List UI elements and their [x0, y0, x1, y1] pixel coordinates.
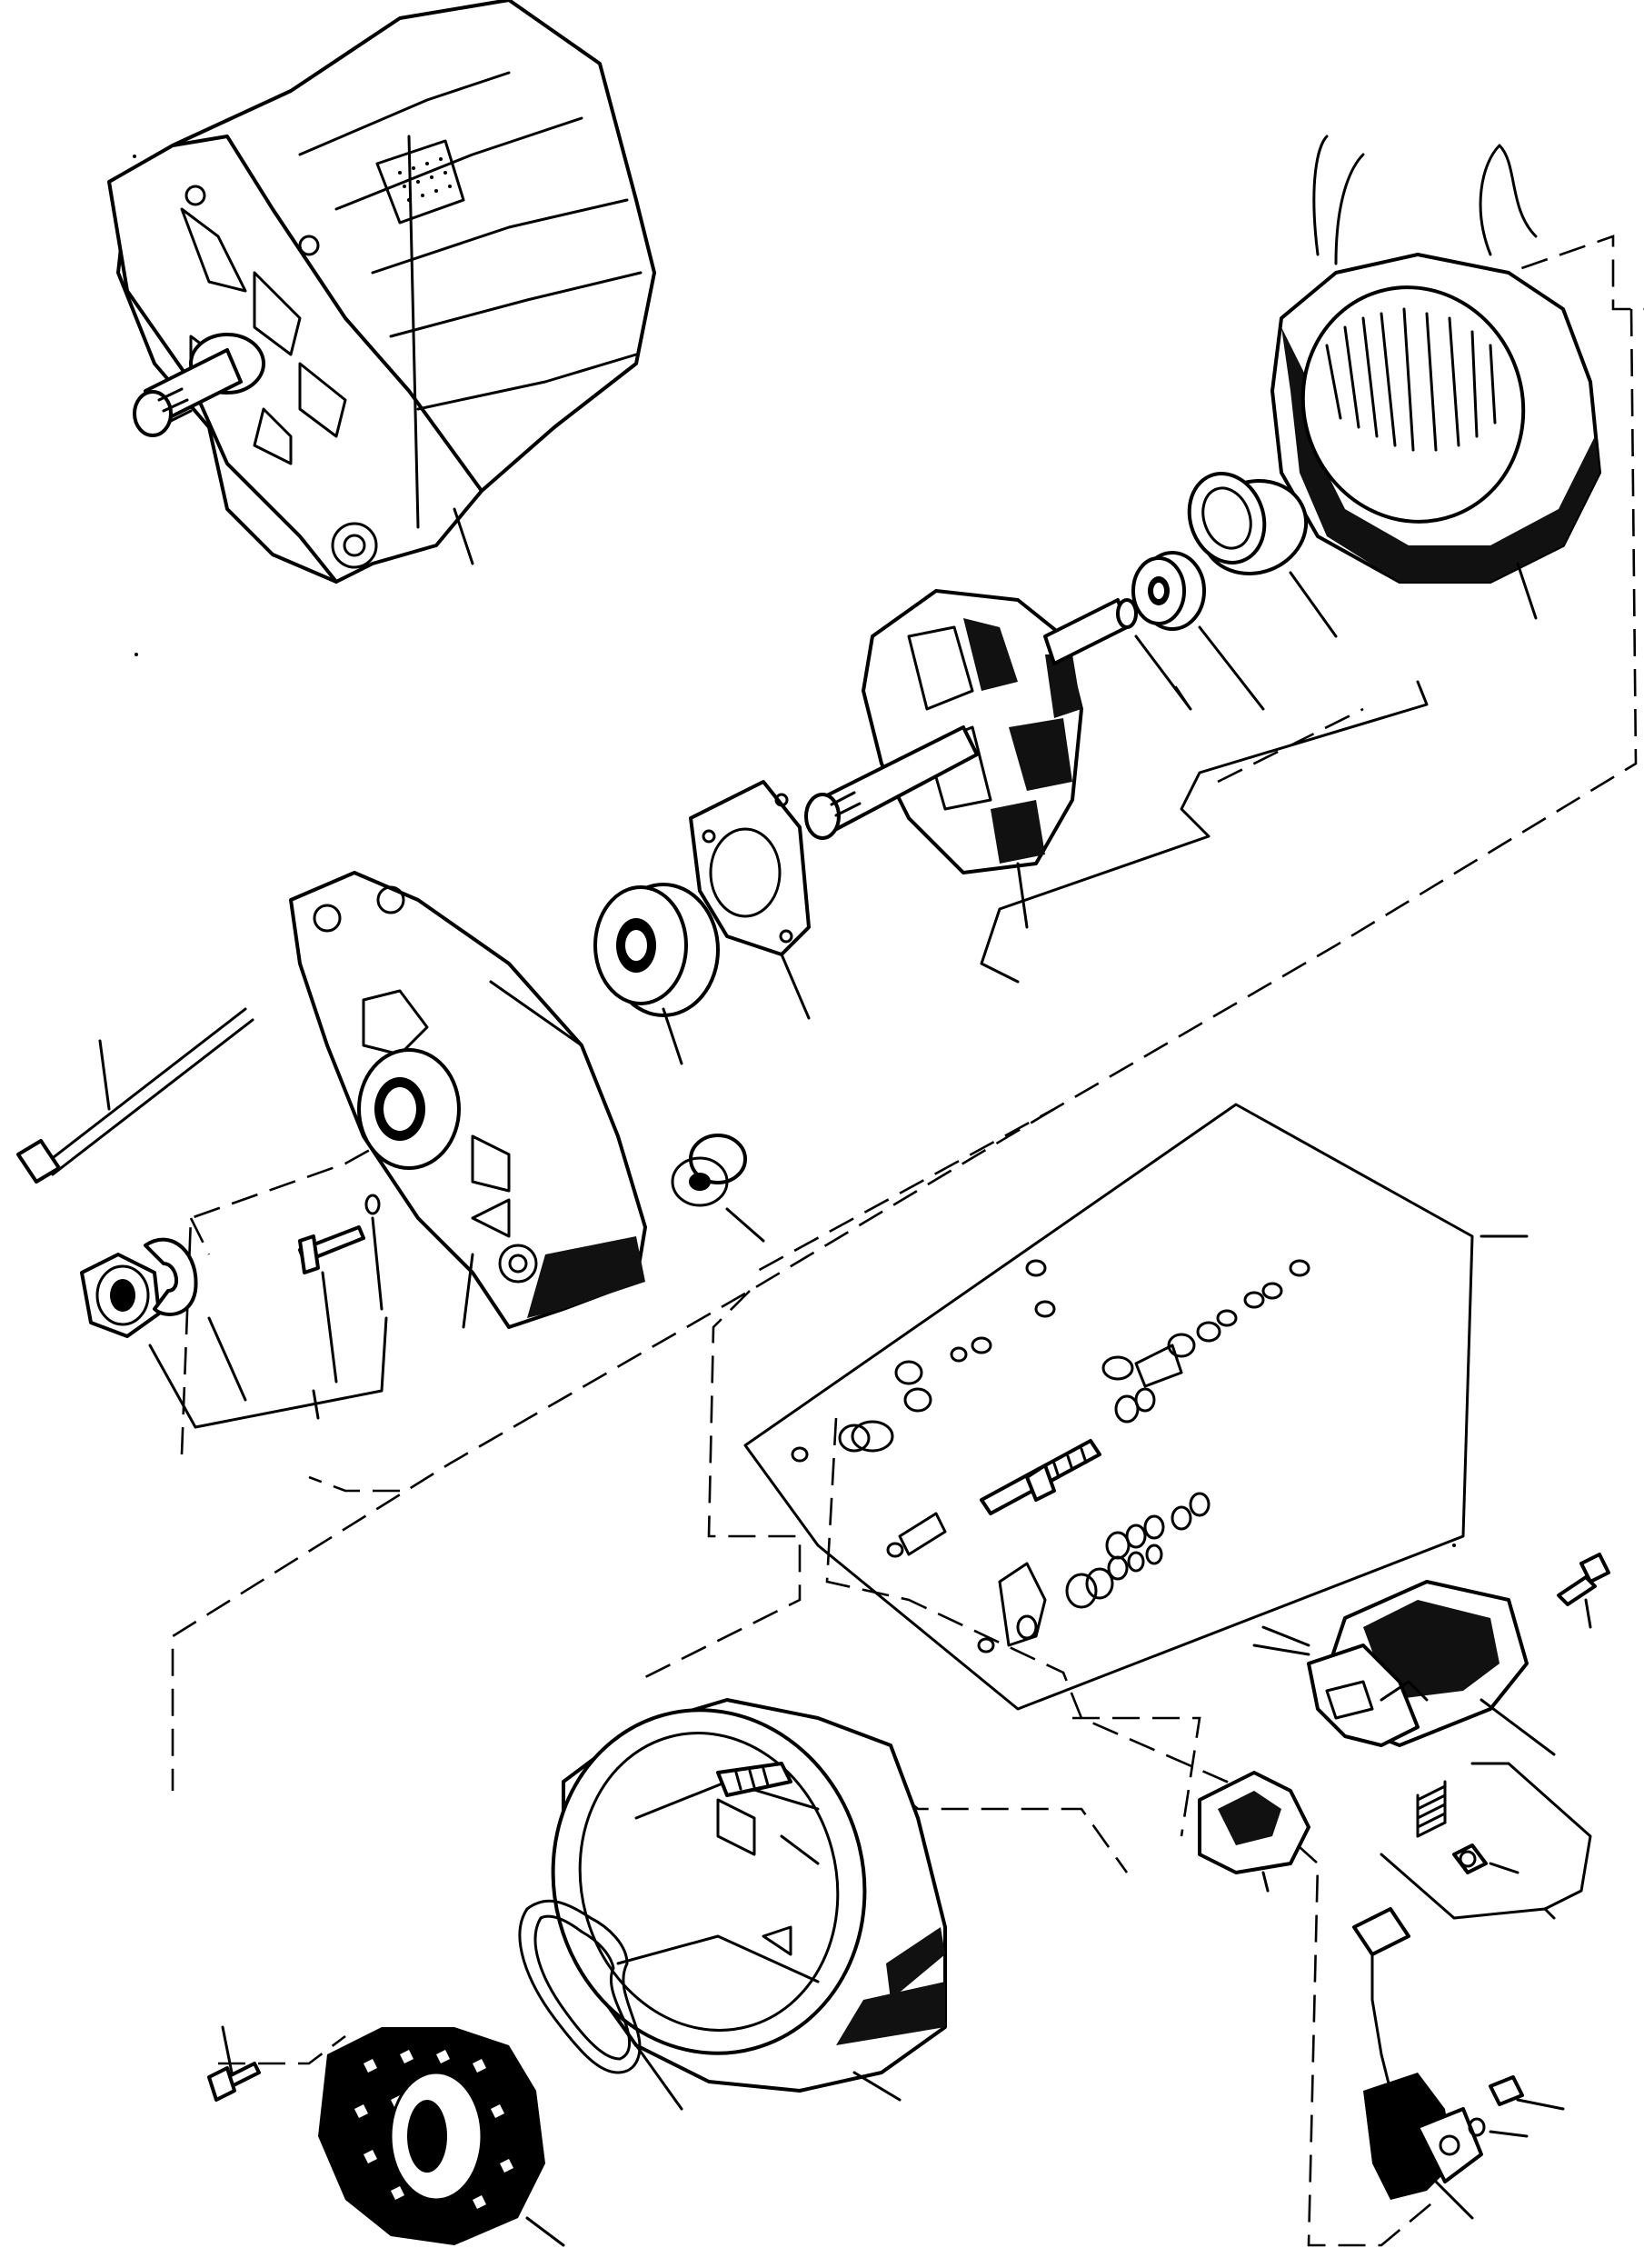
ball-bearing-icon [593, 883, 720, 1065]
screw-icon [207, 2025, 261, 2102]
housing-icon [551, 1698, 947, 2102]
gasket-icon [518, 1899, 683, 2111]
brush-holder-icon [1198, 1771, 1310, 1893]
rectifier-icon [318, 2027, 565, 2247]
bearing-cup-icon [1187, 472, 1338, 638]
retainer-plate-icon [689, 780, 811, 1020]
capacitor-icon [1352, 1907, 1483, 2220]
bolt-icon [16, 1007, 254, 1184]
nut-icon [80, 1253, 161, 1338]
ball-bearing-icon [1131, 551, 1265, 711]
rotor-group-bracket [980, 680, 1429, 984]
hardware-kit-icon [743, 1103, 1529, 1711]
stator-icon [1270, 135, 1601, 620]
screw-icon [1557, 1553, 1610, 1629]
alternator-assembly-icon [107, 0, 656, 584]
spring-icon [1380, 1762, 1592, 1920]
housing-icon [289, 871, 647, 1329]
collar-icon [671, 1134, 765, 1243]
screw-icon [298, 1194, 381, 1274]
hardware-bracket [148, 1216, 388, 1429]
rotor-icon [804, 589, 1192, 929]
screw-icon [1468, 2075, 1565, 2138]
washer-icon [144, 1237, 198, 1316]
regulator-icon [1252, 1580, 1556, 1756]
